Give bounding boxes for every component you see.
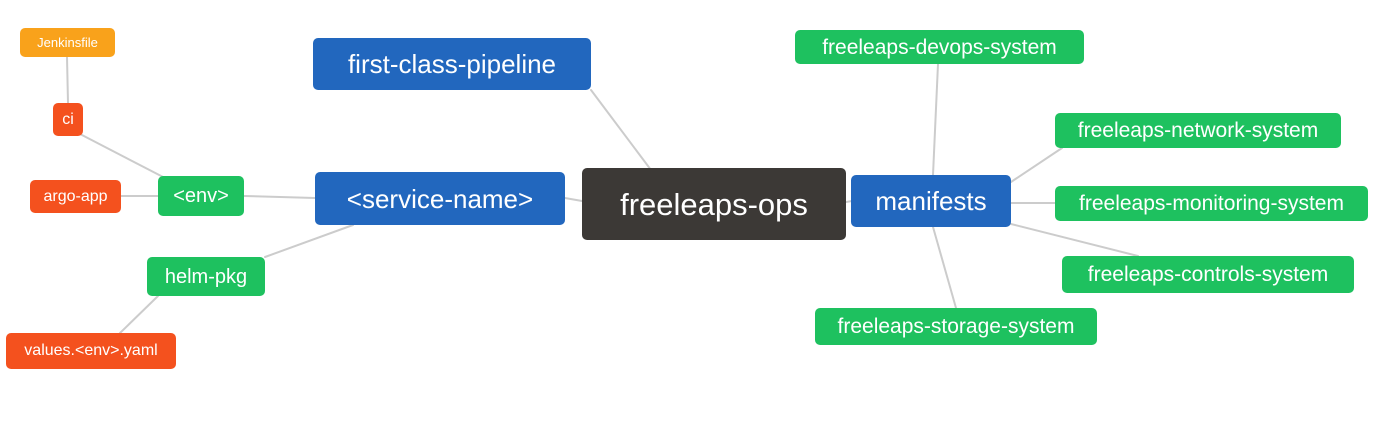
edge-manifests--freeleaps-storage-system bbox=[932, 226, 957, 309]
mindmap-node-service-name[interactable]: <service-name> bbox=[315, 172, 565, 225]
edge-manifests--freeleaps-network-system bbox=[1010, 147, 1063, 183]
mindmap-node-values-env-yaml[interactable]: values.<env>.yaml bbox=[6, 333, 176, 369]
mindmap-node-helm-pkg[interactable]: helm-pkg bbox=[147, 257, 265, 296]
mindmap-node-manifests[interactable]: manifests bbox=[851, 175, 1011, 227]
edge-first-class-pipeline--freeleaps-ops bbox=[590, 89, 652, 171]
mindmap-node-freeleaps-controls-system[interactable]: freeleaps-controls-system bbox=[1062, 256, 1354, 293]
mindmap-node-freeleaps-network-system[interactable]: freeleaps-network-system bbox=[1055, 113, 1341, 148]
edge-helm-pkg--values-env-yaml bbox=[119, 295, 159, 334]
mindmap-node-jenkinsfile[interactable]: Jenkinsfile bbox=[20, 28, 115, 57]
edge-service-name--freeleaps-ops bbox=[564, 197, 583, 202]
edge-jenkinsfile--ci bbox=[66, 56, 69, 104]
mindmap-node-argo-app[interactable]: argo-app bbox=[30, 180, 121, 213]
edge-ci--env bbox=[79, 133, 166, 179]
mindmap-node-freeleaps-storage-system[interactable]: freeleaps-storage-system bbox=[815, 308, 1097, 345]
mindmap-node-freeleaps-monitoring-system[interactable]: freeleaps-monitoring-system bbox=[1055, 186, 1368, 221]
edge-manifests--freeleaps-devops-system bbox=[932, 63, 939, 176]
mindmap-node-freeleaps-ops[interactable]: freeleaps-ops bbox=[582, 168, 846, 240]
mindmap-node-ci[interactable]: ci bbox=[53, 103, 83, 136]
edge-manifests--freeleaps-controls-system bbox=[1010, 223, 1139, 257]
edge-service-name--helm-pkg bbox=[264, 224, 354, 258]
mindmap-node-freeleaps-devops-system[interactable]: freeleaps-devops-system bbox=[795, 30, 1084, 64]
mindmap-node-env[interactable]: <env> bbox=[158, 176, 244, 216]
edge-env--service-name bbox=[243, 195, 316, 199]
mindmap-node-first-class-pipeline[interactable]: first-class-pipeline bbox=[313, 38, 591, 90]
